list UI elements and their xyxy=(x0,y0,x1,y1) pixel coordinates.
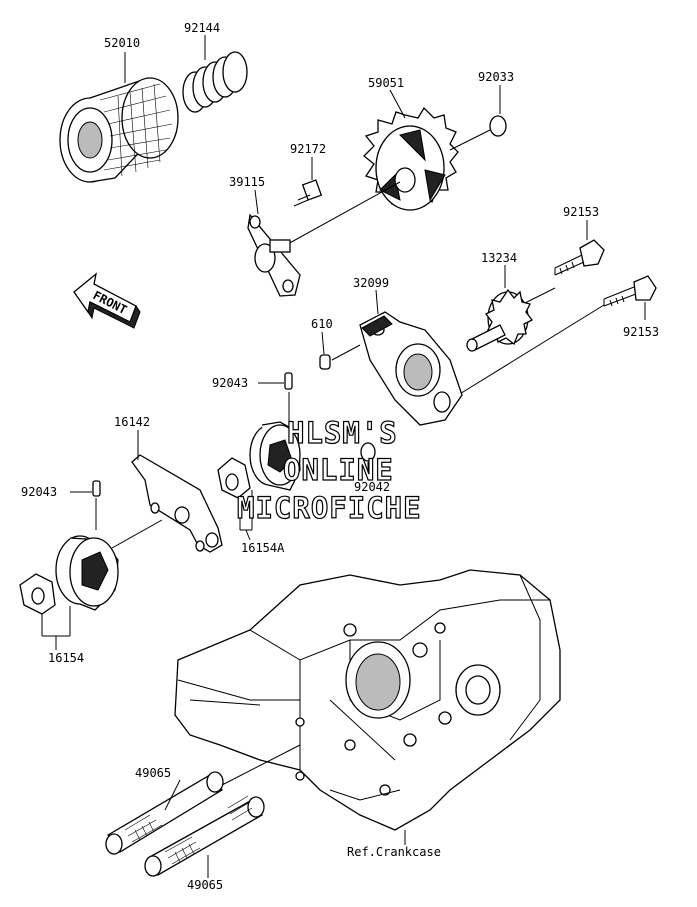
label-92033: 92033 xyxy=(478,70,514,84)
bolt-right-lower-illustration xyxy=(449,275,657,401)
label-92043-left: 92043 xyxy=(21,485,57,499)
label-92043-upper: 92043 xyxy=(212,376,248,390)
strainer-lower-illustration xyxy=(144,795,265,877)
label-ref-crankcase: Ref.Crankcase xyxy=(347,845,441,859)
label-16142: 16142 xyxy=(114,415,150,429)
pin-610-illustration xyxy=(319,344,361,370)
spring-illustration xyxy=(182,51,248,113)
label-13234: 13234 xyxy=(481,251,517,265)
strainer-upper-illustration xyxy=(105,744,301,855)
leader-lines xyxy=(55,35,646,878)
watermark-line3: MICROFICHE xyxy=(237,491,422,525)
label-39115: 39115 xyxy=(229,175,265,189)
label-49065-lower: 49065 xyxy=(187,878,223,892)
rotor-outer-illustration xyxy=(55,519,163,611)
guide-plate-illustration xyxy=(247,213,301,297)
label-32099: 32099 xyxy=(353,276,389,290)
label-52010: 52010 xyxy=(104,36,140,50)
idler-gear-illustration xyxy=(466,287,556,352)
label-49065-upper: 49065 xyxy=(135,766,171,780)
rotor-inner-a-illustration xyxy=(217,457,253,531)
oil-filter-illustration xyxy=(59,77,179,183)
label-92153-upper: 92153 xyxy=(563,205,599,219)
bolt-upper-illustration xyxy=(293,179,323,207)
watermark-line1: HLSM'S xyxy=(287,416,398,450)
label-92042: 92042 xyxy=(354,480,390,494)
crankcase-illustration xyxy=(174,569,561,831)
front-arrow-icon: FRONT xyxy=(73,272,141,329)
watermark-line2: ONLINE xyxy=(283,453,394,487)
pin-upper-illustration xyxy=(284,372,293,390)
rotor-center-illustration xyxy=(249,421,301,491)
label-92153-lower: 92153 xyxy=(623,325,659,339)
bolt-right-upper-illustration xyxy=(554,239,605,276)
label-16154: 16154 xyxy=(48,651,84,665)
pump-gear-illustration xyxy=(285,106,459,246)
label-92144: 92144 xyxy=(184,21,220,35)
rotor-inner-illustration xyxy=(19,573,71,637)
part-labels: 52010 92144 59051 92033 92172 39115 9215… xyxy=(21,21,659,892)
pump-body-illustration xyxy=(359,311,463,426)
label-610: 610 xyxy=(311,317,333,331)
cover-plate-illustration xyxy=(131,454,223,553)
label-59051: 59051 xyxy=(368,76,404,90)
pin-left-illustration xyxy=(92,480,101,497)
label-16154A: 16154A xyxy=(241,541,285,555)
label-92172: 92172 xyxy=(290,142,326,156)
watermark: HLSM'S ONLINE MICROFICHE xyxy=(236,415,422,525)
circlip-illustration xyxy=(489,115,507,137)
pin-92042-illustration xyxy=(360,442,376,462)
